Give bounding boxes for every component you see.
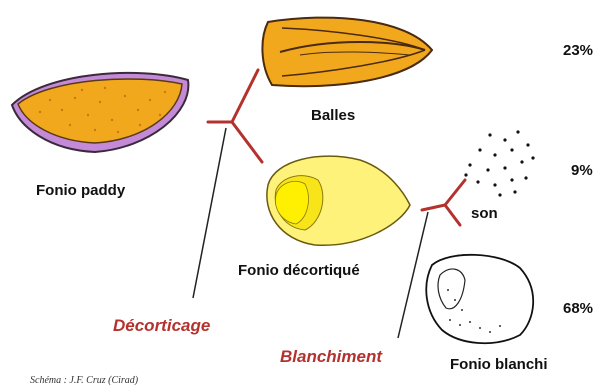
son-particles [464, 130, 534, 196]
percent-blanchi: 68% [563, 300, 593, 317]
fonio-paddy-grain [12, 73, 188, 152]
image-credit: Schéma : J.F. Cruz (Cirad) [30, 375, 138, 386]
decorticage-fork [208, 70, 262, 162]
label-fonio-blanchi: Fonio blanchi [450, 356, 548, 373]
decorticage-pointer [193, 128, 226, 298]
label-balles: Balles [311, 107, 355, 124]
blanchiment-fork [422, 180, 465, 225]
percent-son: 9% [571, 162, 593, 179]
label-fonio-paddy: Fonio paddy [36, 182, 125, 199]
blanchiment-pointer [398, 212, 428, 338]
percent-balles: 23% [563, 42, 593, 59]
fonio-decortique-grain [267, 156, 410, 245]
label-son: son [471, 205, 498, 222]
balles-husk [262, 18, 432, 87]
label-fonio-decortique: Fonio décortiqué [238, 262, 360, 279]
fonio-blanchi-grain [426, 255, 533, 343]
process-decorticage: Décorticage [113, 316, 210, 336]
process-blanchiment: Blanchiment [280, 347, 382, 367]
